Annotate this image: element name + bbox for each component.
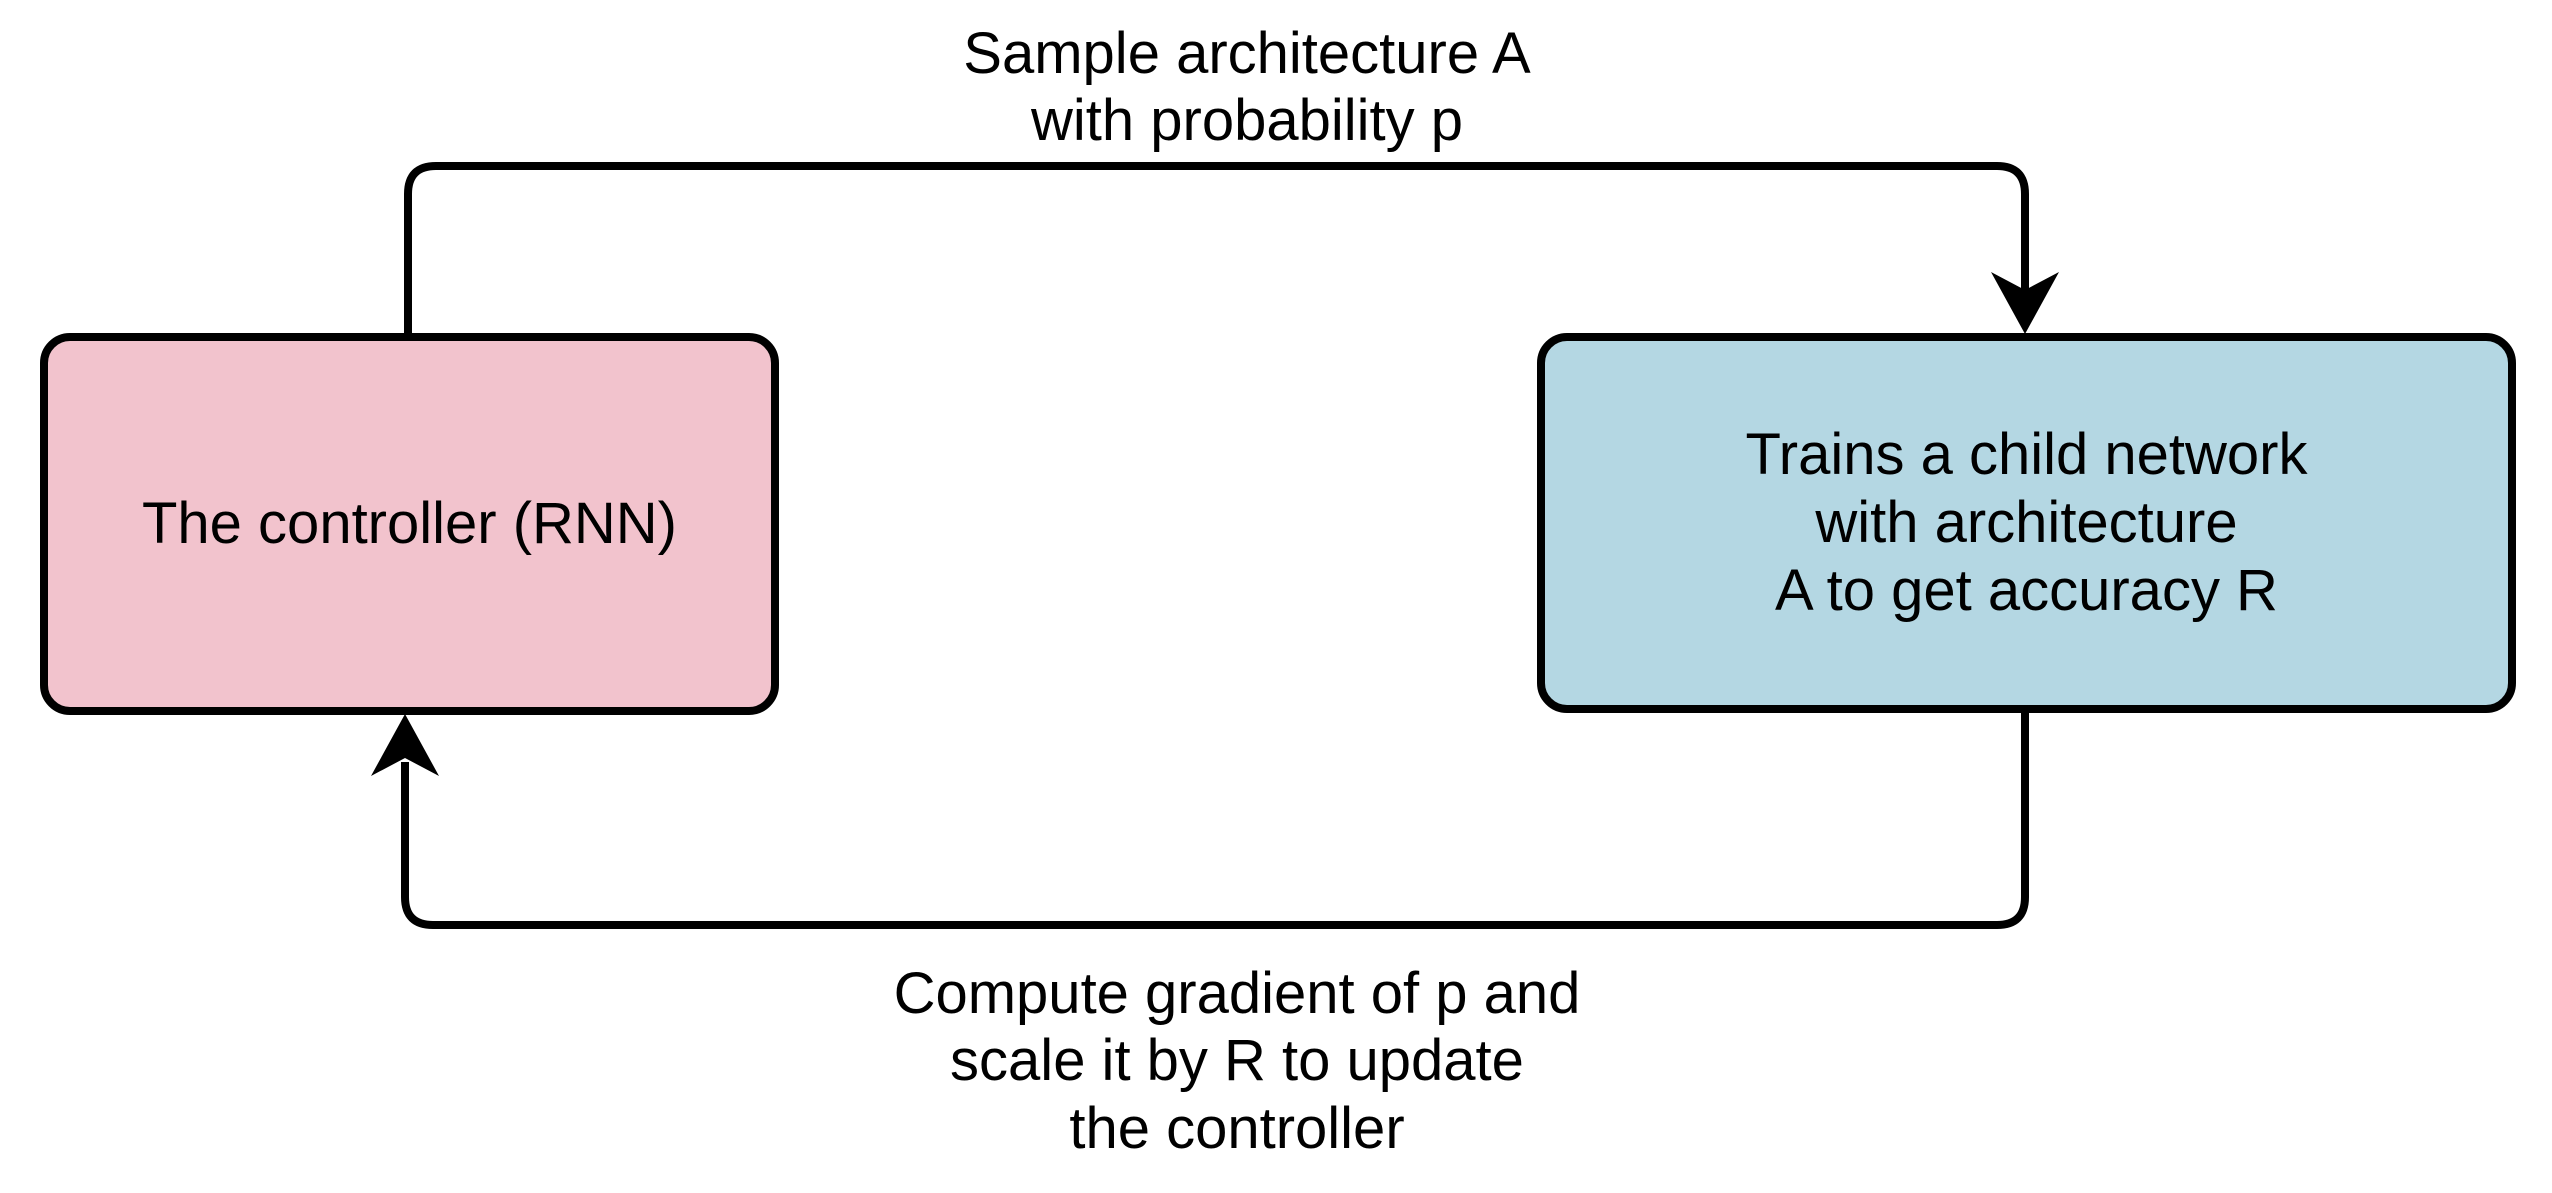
compute-gradient-label-line1: Compute gradient of p and [893, 961, 1581, 1026]
child-network-node-label-line2: with architecture [1815, 490, 2238, 556]
arrow-update-controller-path [401, 711, 2029, 929]
compute-gradient-label: Compute gradient of p and scale it by R … [827, 960, 1647, 1162]
arrow-sample-architecture [404, 162, 2059, 334]
arrow-sample-architecture-path [404, 162, 2029, 334]
sample-architecture-label-line1: Sample architecture A [963, 21, 1531, 86]
compute-gradient-label-line3: the controller [1069, 1095, 1405, 1161]
controller-node-label: The controller (RNN) [142, 491, 677, 557]
child-network-node-label-line3: A to get accuracy R [1775, 557, 2278, 623]
sample-architecture-label: Sample architecture A with probability p [837, 20, 1657, 155]
child-network-node-label-line1: Trains a child network [1745, 422, 2308, 488]
compute-gradient-label-line2: scale it by R to update [950, 1028, 1524, 1094]
controller-node: The controller (RNN) [40, 333, 779, 715]
arrowhead-up-icon [371, 714, 439, 776]
sample-architecture-label-line2: with probability p [1031, 88, 1463, 154]
arrowhead-down-icon [1991, 272, 2059, 334]
child-network-node: Trains a child network with architecture… [1537, 333, 2516, 713]
arrow-update-controller [371, 711, 2029, 929]
